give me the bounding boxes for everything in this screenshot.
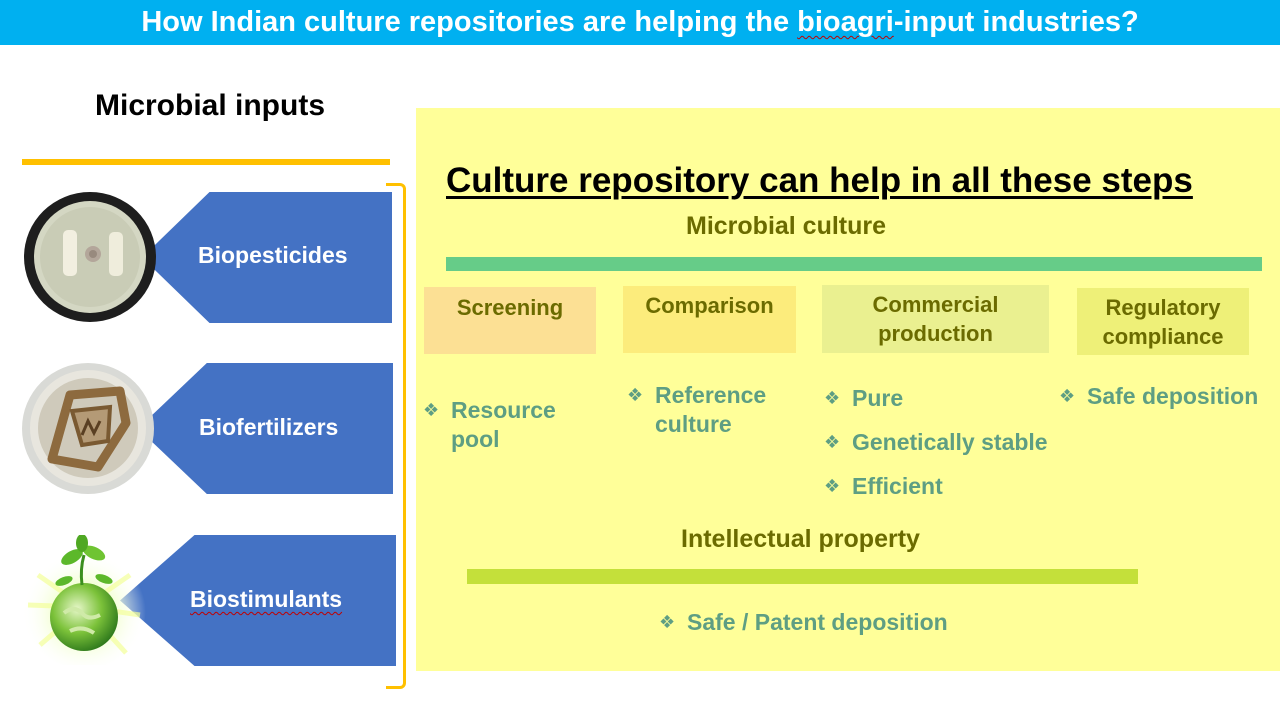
spellcheck-flagged-word: bioagri (797, 6, 894, 38)
step-commercial-production: Commercial production (822, 285, 1049, 353)
petri-dish-fungal-image (24, 192, 156, 322)
diamond-bullet-icon: ❖ (1059, 386, 1076, 406)
biofertilizers-label: Biofertilizers (199, 414, 339, 440)
diamond-bullet-icon: ❖ (824, 432, 841, 452)
list-item: ❖Genetically stable (824, 429, 1048, 455)
list-item: ❖Safe / Patent deposition (659, 609, 948, 635)
petri-dish-bacterial-image (22, 363, 154, 494)
orange-bracket (386, 183, 406, 689)
regulatory-compliance-bullets: ❖Safe deposition (1059, 382, 1277, 426)
microbial-inputs-heading: Microbial inputs (95, 89, 326, 122)
green-divider (446, 257, 1262, 271)
step-screening: Screening (424, 287, 596, 354)
list-item: ❖Resource pool (423, 397, 556, 452)
biopesticides-label: Biopesticides (198, 242, 348, 268)
biostimulants-label: Biostimulants (190, 586, 343, 612)
diamond-bullet-icon: ❖ (627, 385, 644, 405)
diamond-bullet-icon: ❖ (824, 388, 841, 408)
slide-title: How Indian culture repositories are help… (141, 6, 1139, 38)
screening-bullets: ❖Resource pool (423, 396, 593, 469)
microbial-culture-heading: Microbial culture (686, 212, 887, 240)
step-comparison: Comparison (623, 286, 796, 353)
list-item: ❖Reference culture (627, 382, 767, 437)
lime-divider (467, 569, 1138, 584)
intellectual-property-heading: Intellectual property (681, 525, 920, 553)
list-item: ❖Pure (824, 385, 904, 411)
ip-bullets: ❖Safe / Patent deposition (659, 608, 979, 652)
step-regulatory-compliance: Regulatory compliance (1077, 288, 1249, 355)
list-item: ❖Efficient (824, 473, 943, 499)
title-bar (0, 0, 1280, 45)
comparison-bullets: ❖Reference culture (627, 381, 797, 454)
orange-divider (22, 159, 390, 165)
diamond-bullet-icon: ❖ (824, 476, 841, 496)
list-item: ❖Safe deposition (1059, 383, 1259, 409)
panel-heading: Culture repository can help in all these… (446, 161, 1193, 200)
commercial-production-bullets: ❖Pure ❖Genetically stable ❖Efficient (824, 384, 1074, 516)
globe-seedling-image (20, 534, 150, 669)
diamond-bullet-icon: ❖ (659, 612, 676, 632)
diamond-bullet-icon: ❖ (423, 400, 440, 420)
